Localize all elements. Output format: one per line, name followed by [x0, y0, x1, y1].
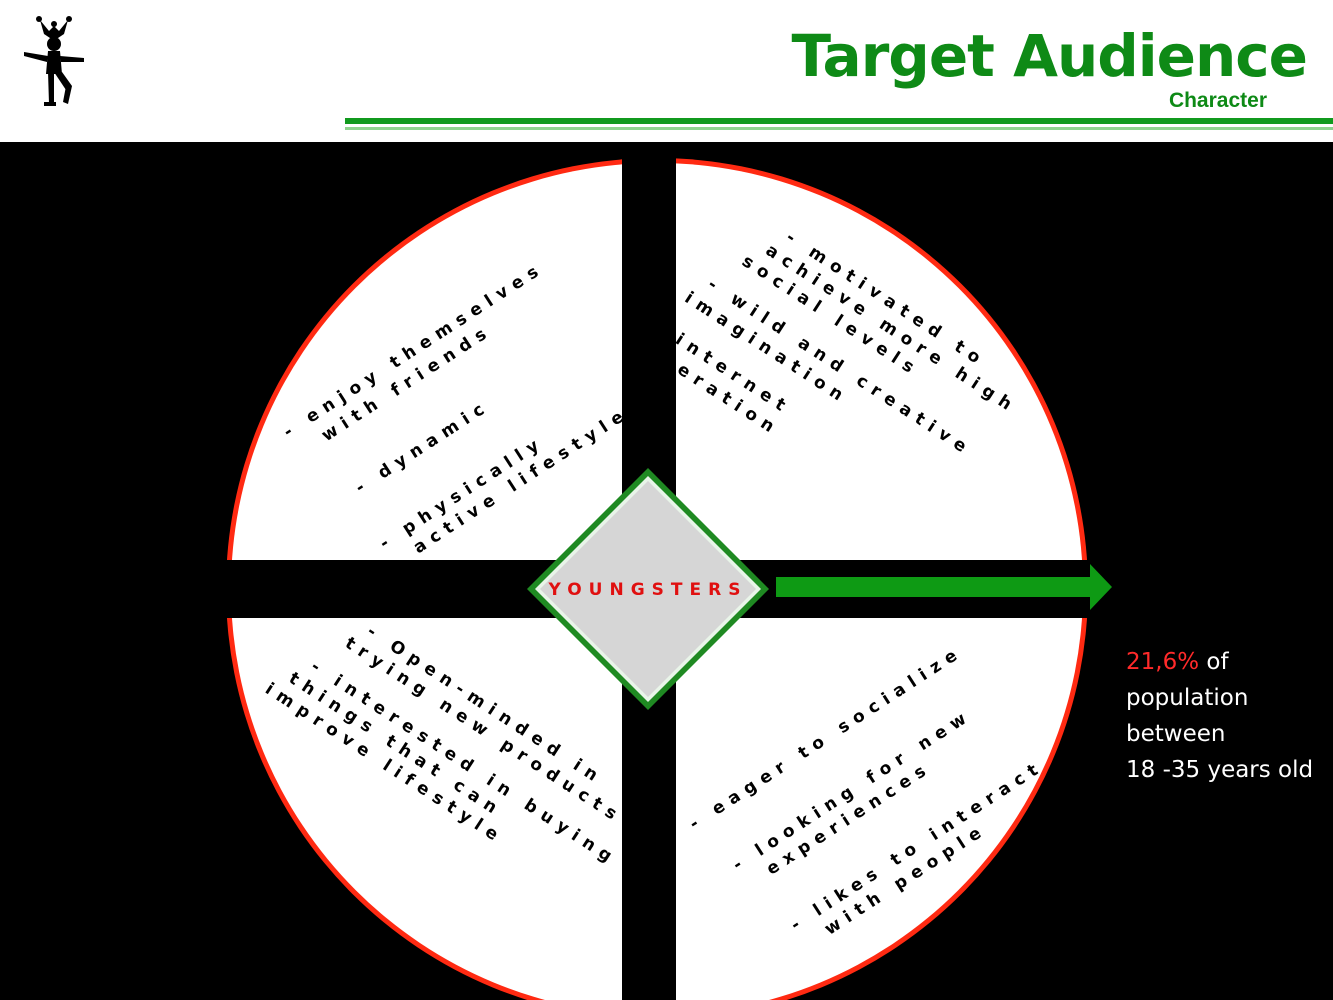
page-title: Target Audience [791, 22, 1308, 90]
stat-line-4: 18 -35 years old [1126, 757, 1314, 783]
header-divider-shadow [345, 127, 1333, 130]
diagram-stage: - enjoy themselves with friends - dynami… [0, 142, 1333, 1000]
stat-line-1-rest: of [1199, 649, 1229, 675]
center-label: YOUNGSTERS [548, 580, 748, 600]
population-stat: 21,6% of population between 18 -35 years… [1126, 644, 1331, 788]
slide-header: Target Audience Character [0, 0, 1333, 142]
page-subtitle: Character [1168, 89, 1267, 112]
quadrant-diagram: - enjoy themselves with friends - dynami… [200, 142, 1140, 1000]
quadrant-top-right: - motivated to achieve more high social … [626, 186, 1044, 550]
stat-value: 21,6% [1126, 649, 1200, 675]
jester-silhouette-icon [24, 16, 84, 106]
stat-line-3: between [1126, 721, 1226, 747]
arrow-right-icon [776, 564, 1112, 610]
stat-line-1: 21,6% of [1126, 644, 1331, 680]
center-diamond: YOUNGSTERS [527, 468, 769, 710]
svg-text:- motivated to achieve: - motivated to achieve more high social … [626, 186, 1044, 550]
stat-line-2: population [1126, 685, 1249, 711]
header-divider [345, 118, 1333, 124]
